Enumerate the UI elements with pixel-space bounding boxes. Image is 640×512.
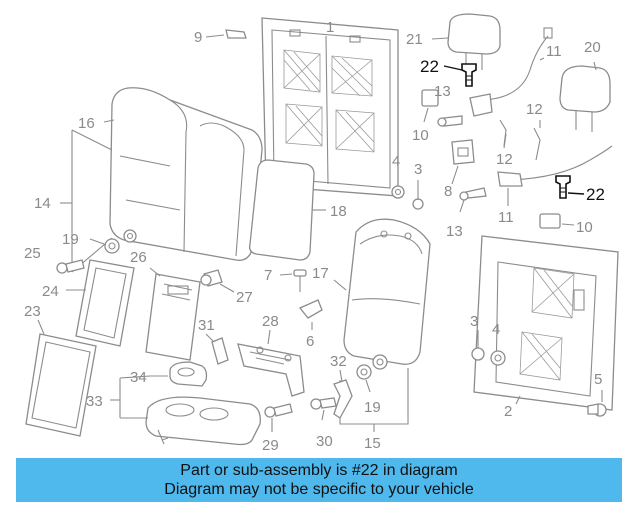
part-11-release-cable [477,27,613,206]
callout-22-lower: 22 [586,185,605,204]
part-9-clip [205,29,247,39]
callout-12-lower: 12 [496,151,513,168]
callout-3-upper: 3 [414,161,422,178]
part-31-link [205,333,229,365]
part-5-bolt [587,390,607,417]
part-13-bolt-upper [437,115,463,127]
callout-13-lower: 13 [446,223,463,240]
part-8-latch [451,139,475,185]
callout-16: 16 [78,115,95,132]
callout-19-left: 19 [62,231,79,248]
exploded-parts-diagram: 1 9 21 11 20 22 13 16 12 10 12 4 3 8 22 … [24,13,619,454]
callout-7: 7 [264,267,272,284]
part-18-pad [248,159,326,261]
callout-11-top: 11 [546,43,562,60]
callout-15: 15 [364,435,381,452]
callout-23: 23 [24,303,41,320]
part-28-hinge-assembly [237,329,305,397]
callout-1: 1 [326,19,334,36]
callout-4-upper: 4 [392,153,400,170]
callout-31: 31 [198,317,215,334]
part-34-cupholder-insert [150,361,208,387]
part-33-armrest-base [110,375,261,446]
part-30-bolt [310,397,337,421]
callout-6: 6 [306,333,314,350]
part-22-pivot-bushing-upper [443,63,477,87]
callout-20: 20 [584,39,601,56]
part-17-seat-back-cover [333,218,431,365]
callout-3-lower: 3 [470,313,478,330]
callout-9: 9 [194,29,202,46]
callout-24: 24 [42,283,59,300]
part-12-bracket-upper [469,93,507,149]
part-24-armrest-frame [66,259,135,347]
callout-21: 21 [406,31,423,48]
callout-33: 33 [86,393,103,410]
banner-part-note: Part or sub-assembly is #22 in diagram [180,462,458,479]
part-22-pivot-bushing-lower [555,175,585,199]
part-2-seat-back-frame [473,235,619,411]
part-26-armrest-insert [145,267,201,361]
callout-32: 32 [330,353,347,370]
callout-30: 30 [316,433,333,450]
callout-28: 28 [262,313,279,330]
callout-26: 26 [130,249,147,266]
part-7-screw [279,269,307,292]
callout-10-upper: 10 [412,127,429,144]
part-4-nut-lower [490,350,506,366]
part-16-seat-back-cover [103,87,263,261]
callout-27: 27 [236,289,253,306]
callout-29: 29 [262,437,279,454]
part-4-nut-upper [391,185,405,199]
part-6-clip [298,299,323,330]
part-27-plug [200,269,235,293]
callout-2: 2 [504,403,512,420]
callout-4-lower: 4 [492,321,500,338]
part-14-bracket [60,129,113,273]
part-25-bolt [56,259,85,274]
info-banner: Part or sub-assembly is #22 in diagram D… [16,458,622,502]
callout-17: 17 [312,265,329,282]
callout-12-upper: 12 [526,101,543,118]
part-10-button-lower [539,213,575,229]
callout-25: 25 [24,245,41,262]
callout-34: 34 [130,369,147,386]
part-32-hinge [333,369,353,419]
callout-19-right: 19 [364,399,381,416]
part-3-bolt-lower [471,330,485,361]
callout-22-upper: 22 [420,57,439,76]
part-19-washers-left [89,229,137,254]
callout-10-lower: 10 [576,219,593,236]
callout-11-lower: 11 [498,209,514,226]
part-13-bolt-lower [459,187,487,213]
callout-5: 5 [594,371,602,388]
part-19-washers-right [356,354,388,393]
part-10-button-upper [421,89,439,123]
callout-18: 18 [330,203,347,220]
banner-disclaimer: Diagram may not be specific to your vehi… [164,481,474,498]
part-20-headrest [559,61,611,132]
callout-8: 8 [444,183,452,200]
part-21-headrest [431,13,501,70]
part-12-bracket-lower [533,120,541,161]
part-23-panel [25,319,97,437]
callout-14: 14 [34,195,51,212]
part-3-bolt-upper [412,180,424,210]
callout-13-top: 13 [434,83,451,100]
part-29-bolt [264,403,293,432]
